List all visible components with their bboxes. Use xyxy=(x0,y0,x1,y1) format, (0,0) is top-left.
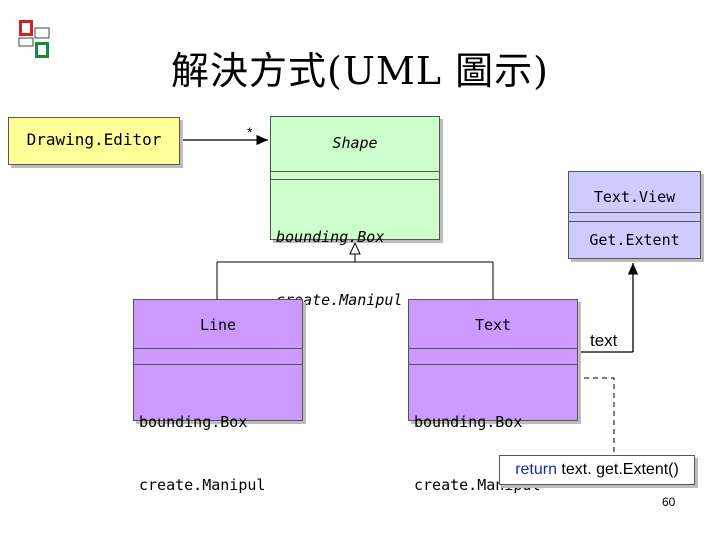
operation: bounding.Box xyxy=(139,413,248,431)
multiplicity-label: * xyxy=(247,124,253,140)
class-shape: Shape bounding.Box create.Manipul xyxy=(270,116,440,309)
page-number: 60 xyxy=(662,495,676,509)
compartment-divider xyxy=(409,364,577,365)
compartment-divider xyxy=(134,348,302,349)
class-line: Line bounding.Box create.Manipul xyxy=(133,299,303,494)
note-text: text. get.Extent() xyxy=(556,461,679,478)
compartment-divider xyxy=(569,212,700,213)
operation: Get.Extent xyxy=(589,231,680,249)
logo-icon xyxy=(18,20,50,58)
compartment-divider xyxy=(409,348,577,349)
page-title: 解決方式(UML 圖示) xyxy=(171,49,549,93)
compartment-divider xyxy=(271,171,439,172)
class-text: Text bounding.Box create.Manipul xyxy=(408,299,578,494)
logo xyxy=(15,18,55,62)
class-name: Text xyxy=(474,316,512,334)
operation: create.Manipul xyxy=(139,476,266,494)
compartment-divider xyxy=(134,364,302,365)
operation: bounding.Box xyxy=(414,413,523,431)
role-label: text xyxy=(590,331,618,350)
class-name: Shape xyxy=(332,134,378,152)
compartment-divider xyxy=(271,179,439,180)
class-name: Text.View xyxy=(593,188,676,206)
class-name: Drawing.Editor xyxy=(26,130,162,149)
class-text-view: Text.View Get.Extent xyxy=(568,171,701,259)
class-name: Line xyxy=(199,316,237,334)
class-drawing-editor: Drawing.Editor xyxy=(8,117,180,165)
compartment-divider xyxy=(569,221,700,222)
operation: create.Manipul xyxy=(276,291,403,309)
note-keyword: return xyxy=(515,461,557,478)
code-note: return text. get.Extent() xyxy=(499,455,695,485)
operation: bounding.Box xyxy=(276,228,385,246)
